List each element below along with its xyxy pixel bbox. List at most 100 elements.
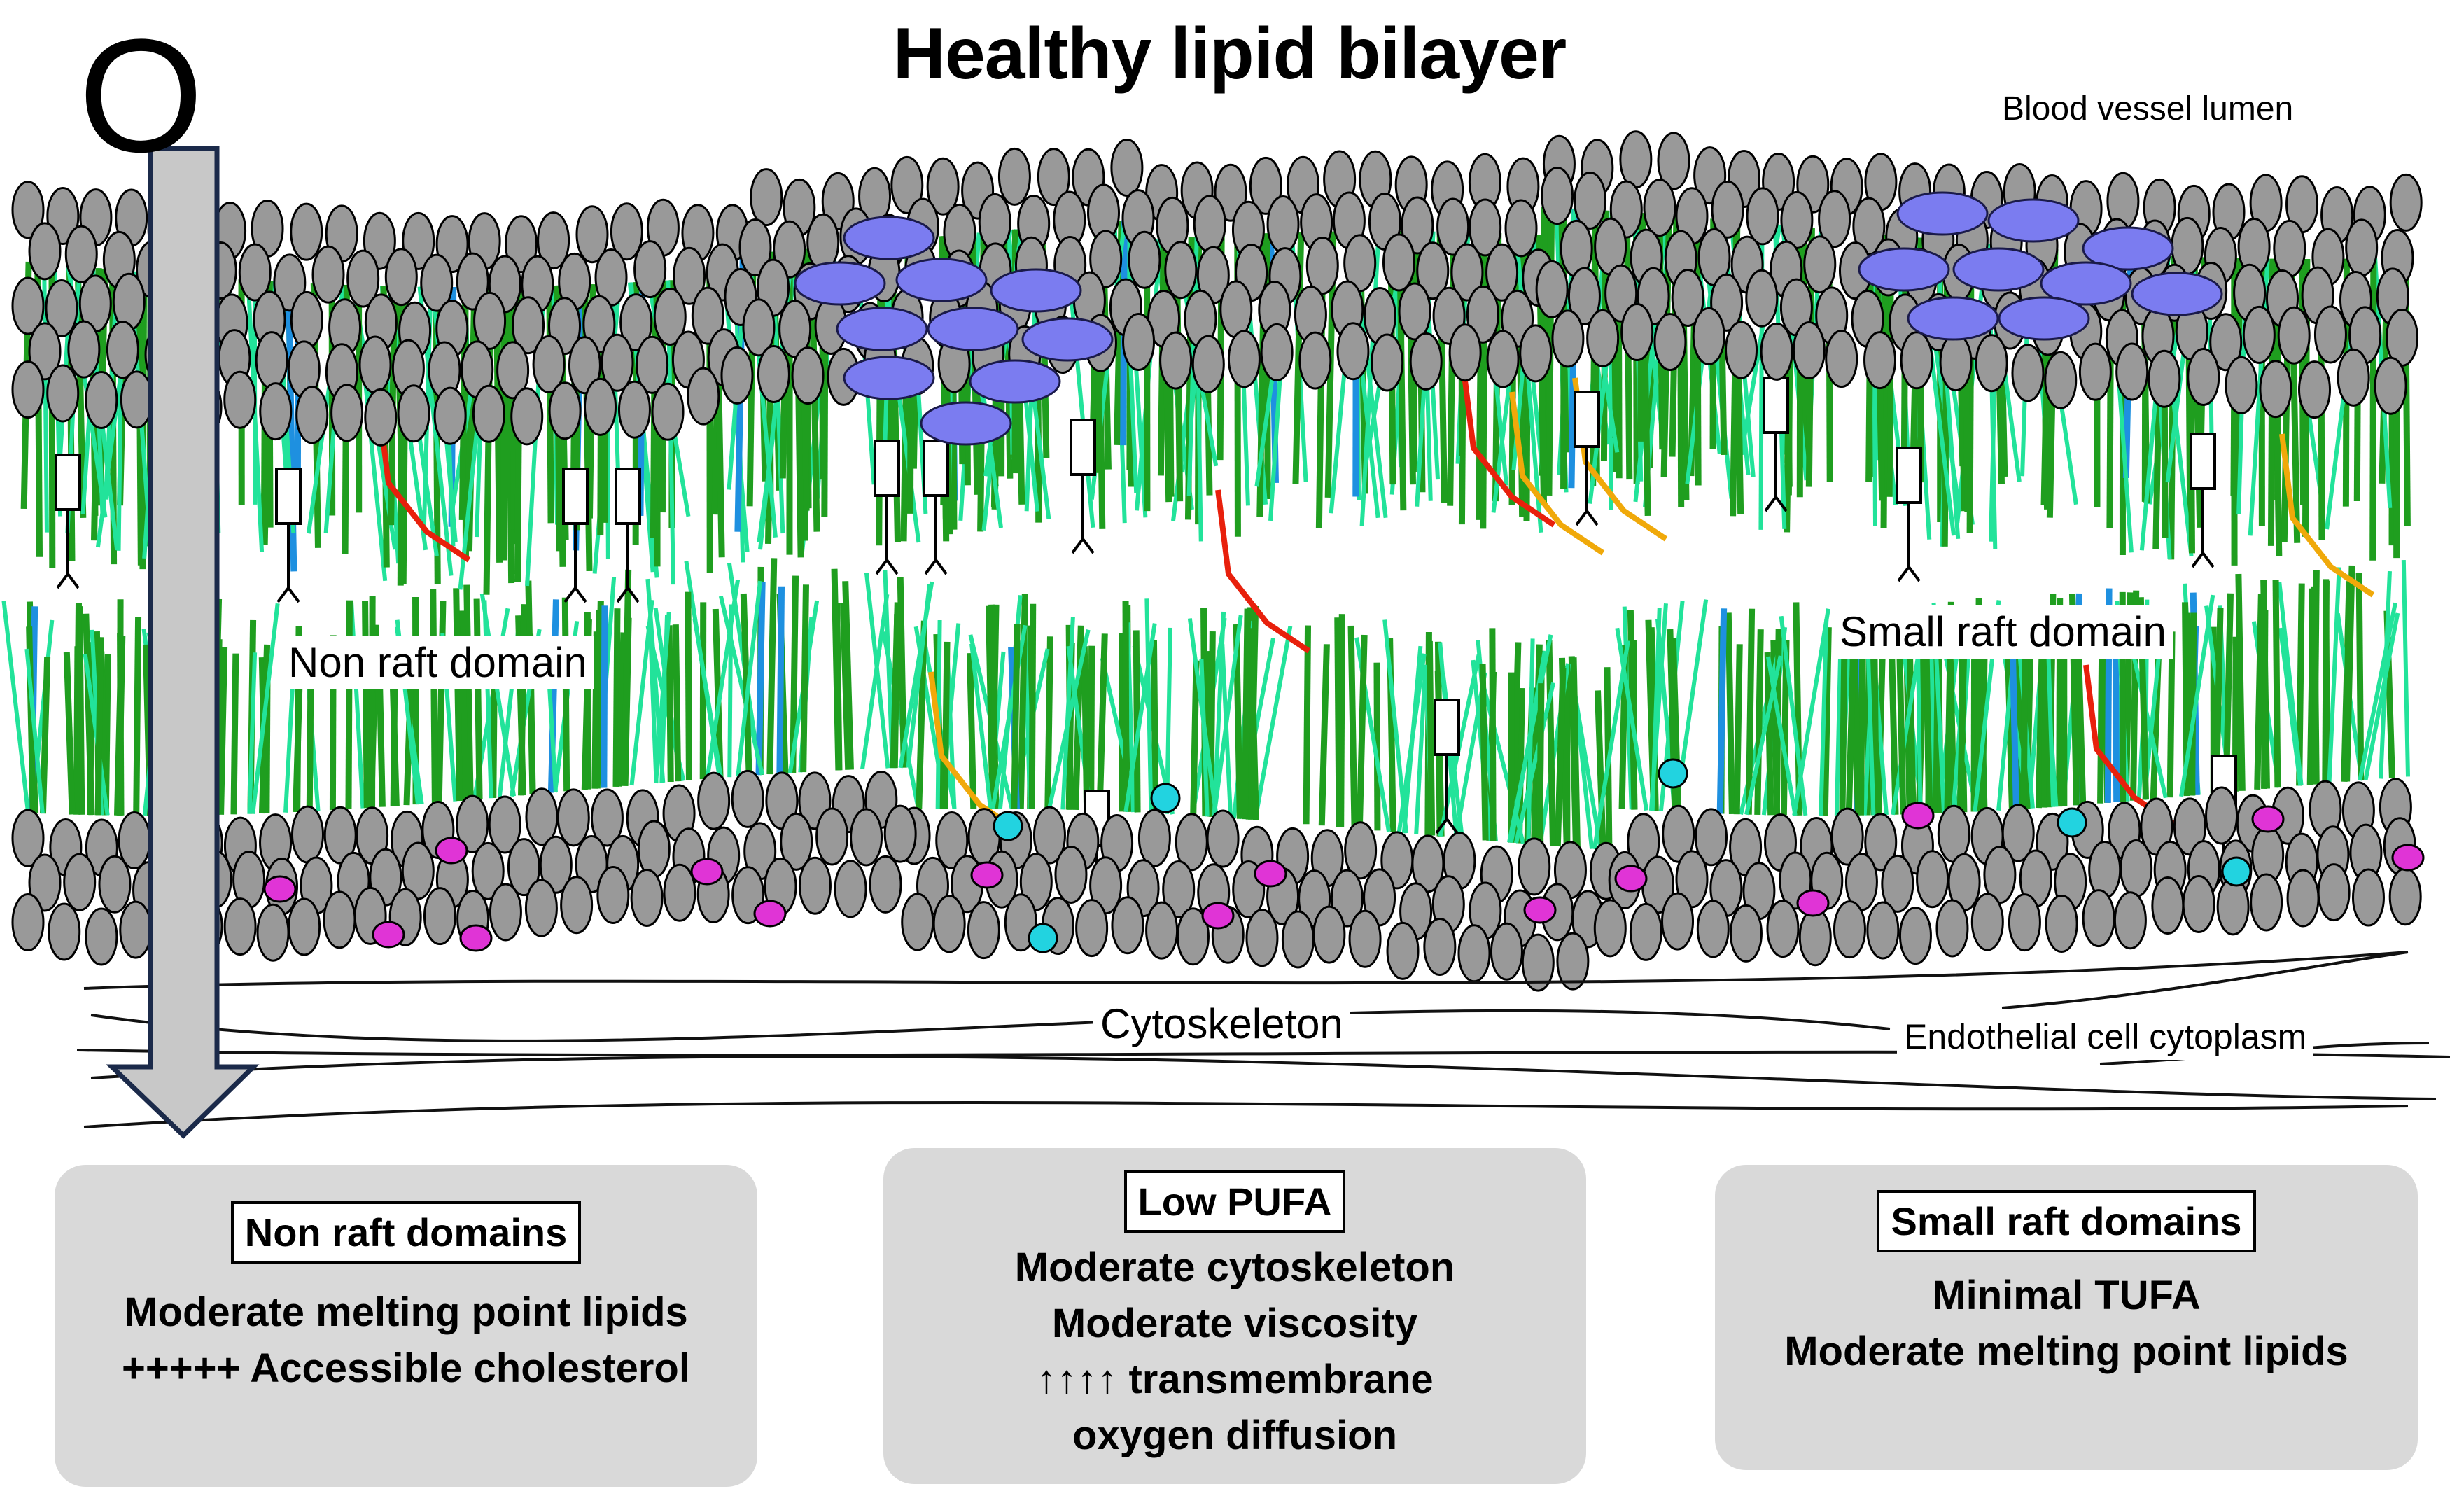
lipid-head (2120, 839, 2153, 898)
lipid-head (2008, 893, 2041, 952)
lipid-head (1206, 809, 1240, 868)
lipid-head (1164, 241, 1198, 300)
lipid-head (1696, 899, 1730, 958)
lipid-head (1780, 190, 1814, 249)
lipid-head (2388, 867, 2422, 926)
box-title: Low PUFA (1123, 1170, 1346, 1233)
lipid-head (46, 364, 80, 423)
lipid-head (1019, 853, 1053, 911)
lipid-tail (2035, 645, 2045, 808)
lipid-head (364, 388, 398, 447)
cyan-particle (1658, 758, 1688, 789)
diagram-title: Healthy lipid bilayer (892, 13, 1567, 94)
lipid-tail (1594, 690, 1606, 850)
lipid-head (473, 291, 507, 350)
lipid-head (2088, 841, 2122, 899)
raft-protein (927, 307, 1019, 351)
lipid-head (590, 788, 624, 847)
magenta-particle (753, 899, 787, 927)
lipid-head (1128, 230, 1161, 289)
lipid-tail (2189, 612, 2197, 796)
lipid-tail (654, 612, 671, 784)
lipid-tail (776, 586, 785, 774)
lipid-tail (24, 648, 45, 814)
raft-protein (1987, 198, 2080, 243)
lipid-head (1975, 334, 2008, 393)
lipid-tail (39, 657, 51, 814)
lipid-tail (2166, 631, 2176, 798)
magenta-particle (1796, 889, 1830, 917)
lipid-head (2209, 313, 2243, 372)
cholesterol-fork (2191, 550, 2215, 568)
lipid-tail (1546, 640, 1556, 846)
lipid-head (1193, 195, 1226, 253)
lipid-tail (1241, 608, 1251, 820)
cytoskeleton-filament (83, 951, 2409, 990)
lipid-head (1825, 330, 1858, 388)
lipid-tail (349, 600, 365, 808)
lipid-tail (1373, 662, 1381, 831)
lipid-tail (1956, 657, 1968, 813)
cholesterol-fork (1575, 508, 1599, 526)
lipid-head (1593, 899, 1627, 958)
lipid-tail (133, 617, 142, 816)
lipid-tail (430, 588, 438, 804)
lipid-head (1137, 808, 1171, 867)
lipid-tail (1615, 627, 1649, 811)
lipid-head (2011, 344, 2045, 402)
lipid-head (778, 300, 812, 358)
lipid-head (1245, 909, 1279, 967)
cholesterol-ring (1574, 391, 1600, 448)
lipid-tail (2075, 650, 2087, 805)
lipid-tail (1745, 608, 1756, 815)
lipid-head (63, 853, 97, 911)
lipid-head (85, 370, 118, 429)
lipid-tail (1896, 646, 1907, 815)
lipid-head (2205, 786, 2239, 845)
lipid-tail (473, 598, 483, 799)
lipid-tail (2327, 567, 2341, 783)
lipid-head (2044, 351, 2078, 410)
lipid-tail (1248, 656, 1259, 820)
raft-protein (843, 216, 935, 260)
lipid-tail (941, 641, 951, 809)
lipid-head (2078, 342, 2112, 401)
down-arrow (106, 146, 260, 1139)
lipid-head (978, 192, 1011, 251)
box-line: Moderate melting point lipids (1784, 1329, 2348, 1374)
lipid-tail (115, 636, 126, 816)
lipid-head (2216, 877, 2250, 936)
lipid-head (1619, 130, 1653, 189)
lipid-head (548, 382, 582, 440)
lipid-head (1037, 148, 1070, 206)
lipid-head (1792, 321, 1826, 380)
lipid-tail (2179, 594, 2215, 797)
lipid-tail (898, 581, 934, 769)
lipid-head (48, 902, 81, 961)
lipid-tail (63, 652, 76, 815)
lipid-tail (1725, 612, 1735, 815)
lipid-tail (1845, 643, 1857, 816)
raft-protein (1896, 191, 1989, 236)
raft-protein (836, 307, 928, 351)
lipid-head (238, 243, 272, 302)
lipid-tail (1536, 683, 1545, 845)
magenta-particle (459, 924, 493, 952)
lipid-head (1227, 330, 1261, 388)
box-line: Minimal TUFA (1932, 1273, 2201, 1318)
lipid-head (1653, 313, 1687, 372)
magenta-particle (1614, 864, 1648, 892)
lipid-head (510, 387, 544, 446)
lipid-head (1382, 233, 1415, 292)
cholesterol-ring (1434, 699, 1460, 756)
cholesterol-fork (276, 585, 300, 603)
cyan-particle (2221, 856, 2252, 887)
cytoplasm-label: Endothelial cell cytoplasm (1897, 1014, 2314, 1060)
lipid-tail (482, 600, 493, 799)
lipid-tail (1133, 630, 1141, 813)
lipid-head (505, 215, 538, 274)
lipid-tail (247, 652, 258, 814)
lipid-tail (1081, 646, 1091, 811)
lipid-head (1219, 280, 1253, 339)
